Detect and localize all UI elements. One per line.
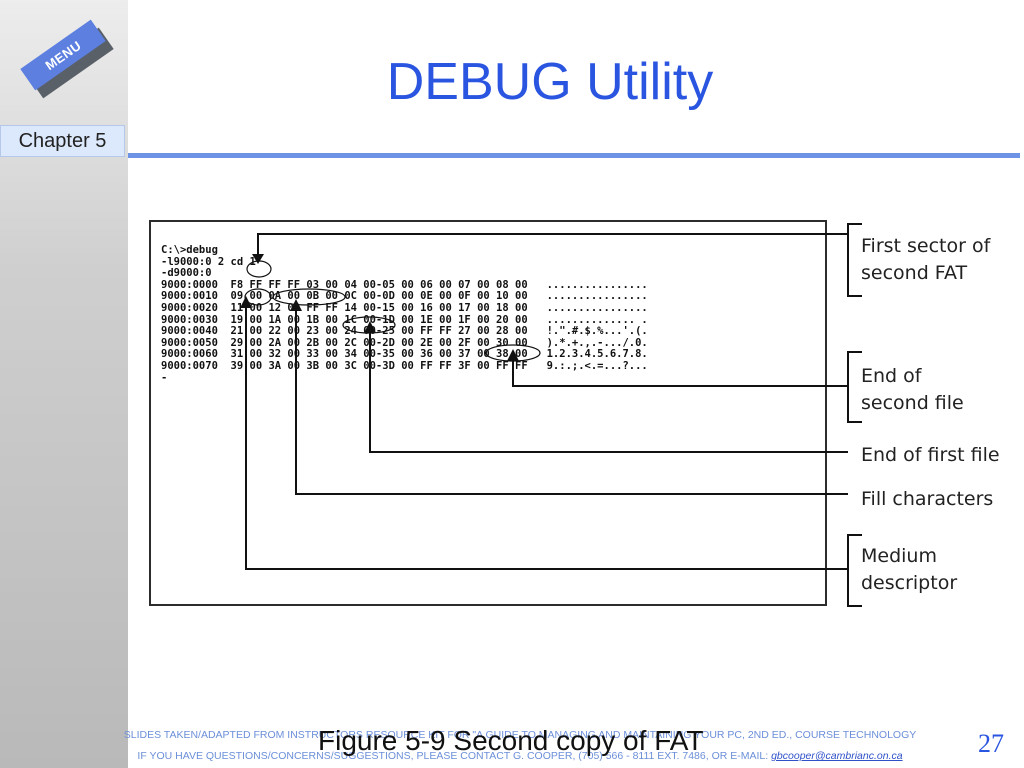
page-number: 27	[978, 729, 1004, 758]
chapter-button[interactable]: Chapter 5	[0, 125, 125, 157]
footer-contact: IF YOU HAVE QUESTIONS/CONCERNS/SUGGESTIO…	[50, 750, 990, 762]
bracket-end-second-file	[847, 351, 862, 423]
label-medium-descriptor: Medium descriptor	[861, 545, 958, 594]
footer-email-link[interactable]: gbcooper@cambrianc.on.ca	[771, 750, 903, 762]
debug-hex-dump: C:\>debug -l9000:0 2 cd 1 -d9000:0 9000:…	[161, 244, 648, 384]
slide-title: DEBUG Utility	[386, 53, 714, 111]
menu-button[interactable]: MENU	[8, 18, 114, 99]
label-end-second-file: End of second file	[861, 365, 964, 414]
label-first-sector: First sector of second FAT	[861, 235, 991, 284]
label-fill-characters: Fill characters	[861, 488, 994, 510]
footer-credits: SLIDES TAKEN/ADAPTED FROM INSTRUCTORS RE…	[123, 729, 917, 741]
label-end-first-file: End of first file	[861, 444, 1000, 466]
bracket-first-sector	[847, 223, 862, 297]
figure-caption: Figure 5-9 Second copy of FAT	[318, 725, 704, 756]
bracket-medium-descriptor	[847, 534, 862, 607]
sidebar	[0, 0, 128, 768]
footer-contact-text: IF YOU HAVE QUESTIONS/CONCERNS/SUGGESTIO…	[137, 750, 769, 762]
title-divider	[128, 153, 1020, 158]
